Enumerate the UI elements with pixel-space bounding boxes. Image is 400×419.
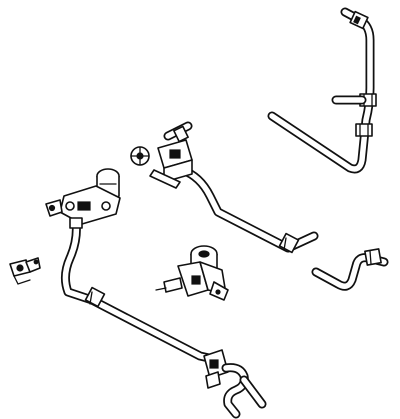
small-connector: [9, 257, 41, 285]
top-fitting: [163, 121, 193, 143]
right-s-bend-hose: [311, 248, 389, 291]
main-pump-hose-assembly: [45, 168, 223, 365]
pump-left-fitting: [45, 199, 63, 217]
hose-clamp: [278, 232, 300, 254]
middle-valve-hose-assembly: [130, 121, 319, 254]
pump-housing: [59, 185, 121, 225]
lower-hose-end-fitting: [203, 349, 267, 419]
handwheel: [130, 146, 150, 166]
middle-hose: [177, 165, 319, 253]
center-valve-stem: [209, 281, 229, 301]
lower-clamp: [355, 123, 373, 137]
long-hose-clamp: [84, 286, 106, 308]
upper-right-hose-assembly: [267, 7, 377, 174]
upper-right-hose: [267, 7, 375, 174]
long-hose: [60, 217, 223, 365]
center-valve-unit: [155, 245, 229, 301]
pump-outlet: [69, 217, 83, 229]
upper-clamp: [349, 10, 369, 30]
mounting-bracket: [149, 169, 181, 189]
s-bend-clamp: [364, 248, 382, 266]
lower-fitting-body: [203, 349, 229, 389]
center-valve-nozzle: [155, 277, 183, 293]
lower-hose-curve: [221, 363, 267, 419]
